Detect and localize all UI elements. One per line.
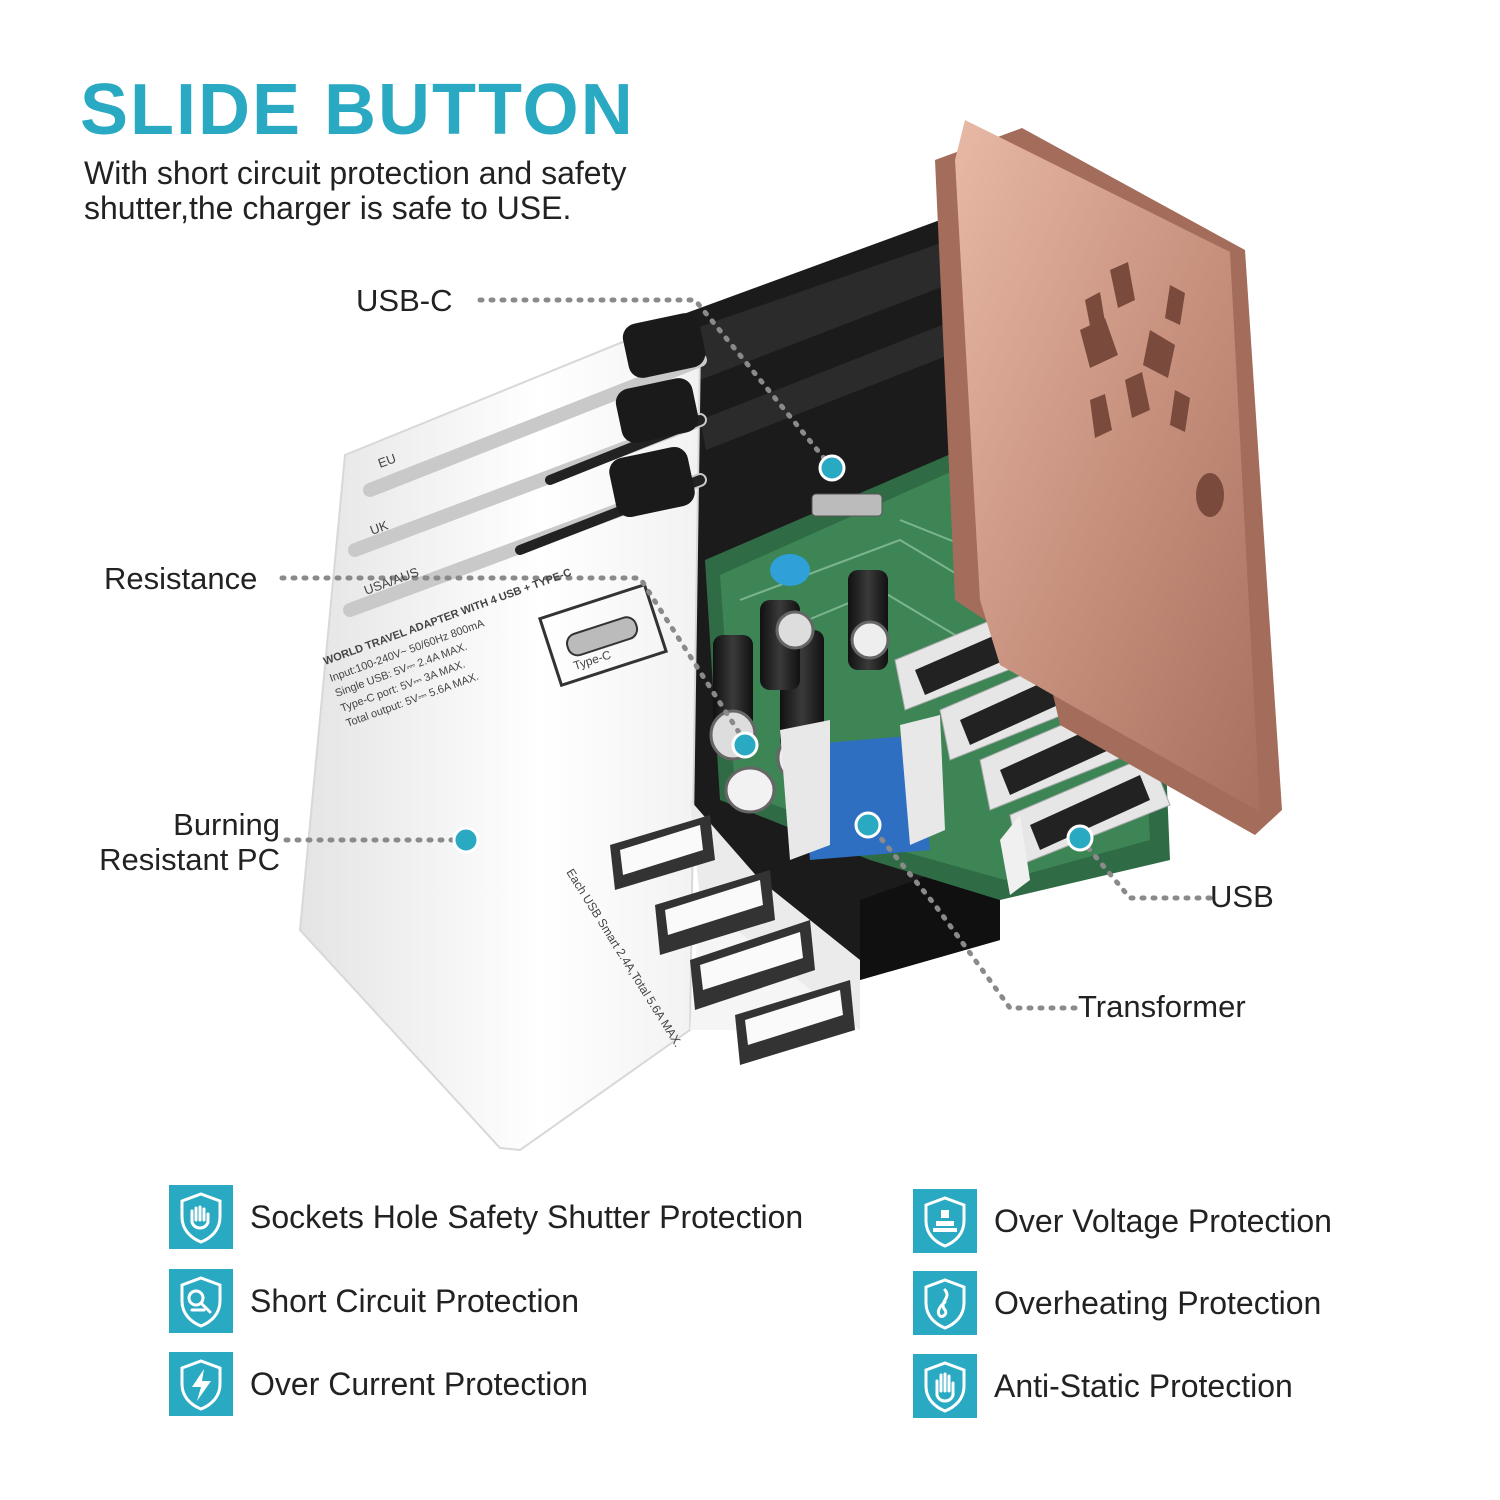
feature-item: Sockets Hole Safety Shutter Protection: [168, 1184, 803, 1250]
usb-c-port: [811, 493, 883, 517]
feature-item: Over Voltage Protection: [912, 1188, 1332, 1254]
callout-leaders: [279, 297, 1213, 1011]
feature-label: Sockets Hole Safety Shutter Protection: [250, 1198, 804, 1235]
callout-resistance: Resistance: [104, 561, 258, 596]
slot-label-uk: UK: [368, 517, 390, 537]
callout-usb: USB: [1210, 879, 1274, 914]
feature-item: Anti-Static Protection: [912, 1353, 1293, 1419]
feature-label: Over Voltage Protection: [994, 1202, 1332, 1239]
slot-label-eu: EU: [376, 451, 398, 471]
callout-burning-1: Burning: [173, 807, 280, 842]
shield-hand-icon: [169, 1185, 233, 1249]
callout-dots: [452, 454, 1094, 854]
white-housing: [298, 333, 860, 1152]
feature-item: Over Current Protection: [168, 1351, 588, 1417]
capacitors: [709, 554, 890, 814]
feature-label: Overheating Protection: [994, 1284, 1322, 1321]
page-subtitle: With short circuit protection and safety…: [84, 155, 627, 226]
page-title: SLIDE BUTTON: [80, 70, 635, 150]
shield-bolt-icon: [169, 1352, 233, 1416]
feature-label: Anti-Static Protection: [994, 1367, 1293, 1404]
feature-label: Short Circuit Protection: [250, 1282, 580, 1319]
feature-label: Over Current Protection: [250, 1365, 588, 1402]
callout-usb-c: USB-C: [356, 283, 453, 318]
shield-circuit-icon: [169, 1269, 233, 1333]
shield-voltage-icon: [913, 1189, 977, 1253]
shield-flame-icon: [913, 1271, 977, 1335]
rose-gold-faceplate: [935, 120, 1282, 835]
feature-item: Short Circuit Protection: [168, 1268, 579, 1334]
transformer: [780, 715, 945, 860]
feature-item: Overheating Protection: [912, 1270, 1321, 1336]
callout-transformer: Transformer: [1078, 989, 1246, 1024]
callout-burning-2: Resistant PC: [99, 842, 280, 877]
shield-palm-icon: [913, 1354, 977, 1418]
slide-buttons: [609, 313, 706, 518]
